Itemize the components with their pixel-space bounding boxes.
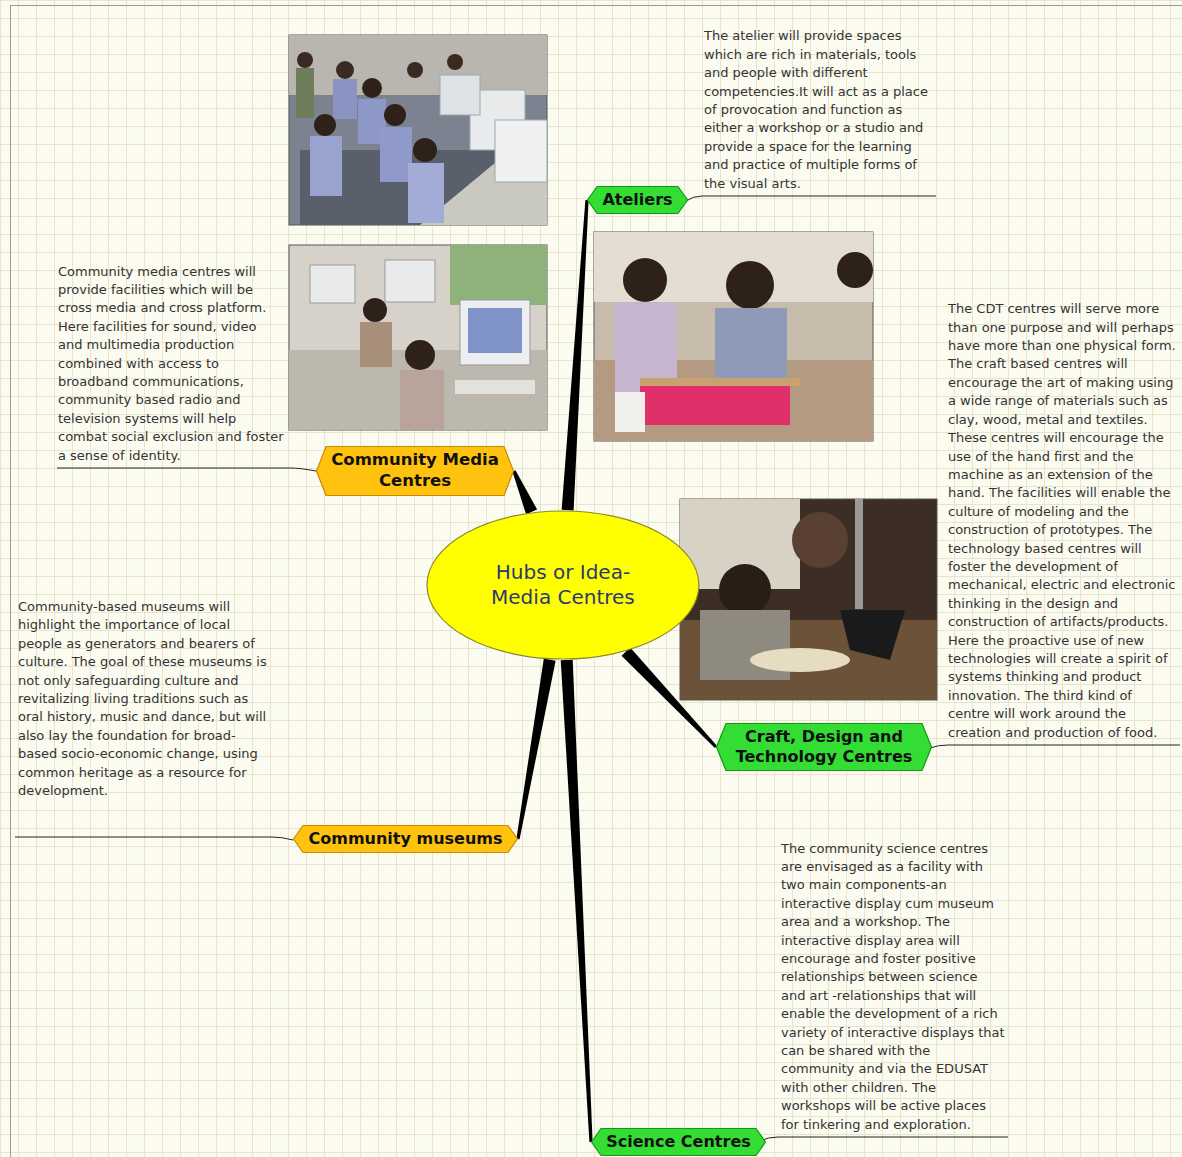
node-label: Science Centres: [606, 1132, 751, 1152]
photo-craft-workshop: [594, 232, 873, 441]
node-label: Community museums: [308, 829, 502, 849]
branch-hexagon: Science Centres: [591, 1128, 766, 1156]
central-ellipse: Hubs or Idea-Media Centres: [426, 510, 700, 660]
description-text: Community-based museums will highlight t…: [18, 598, 268, 800]
description-text: Community media centres will provide fac…: [58, 263, 284, 465]
leader-line: [930, 745, 1180, 748]
description-text: The atelier will provide spaces which ar…: [704, 27, 936, 193]
connector-stroke: [513, 470, 538, 514]
leader-line: [686, 196, 936, 201]
photo-technology-workshop: [680, 499, 937, 700]
hex-fill: [592, 1129, 766, 1156]
node-label: Hubs or Idea-Media Centres: [468, 560, 658, 610]
leader-line: [15, 837, 293, 840]
hex-fill: [717, 724, 932, 771]
hex-fill: [588, 187, 688, 214]
branch-connector: [562, 200, 589, 511]
leader-line: [760, 1137, 1008, 1141]
branch-hexagon: Community Media Centres: [316, 446, 514, 496]
node-label: Community Media Centres: [331, 450, 499, 491]
connector-stroke: [561, 660, 593, 1142]
branch-connector: [516, 659, 555, 840]
branch-connector: [561, 660, 593, 1142]
branch-hexagon: Ateliers: [587, 186, 688, 214]
leader-line: [57, 468, 316, 471]
description-text: The CDT centres will serve more than one…: [948, 300, 1176, 742]
connector-stroke: [516, 659, 555, 840]
hex-fill: [317, 447, 514, 496]
photo-media-centre: [289, 245, 547, 430]
node-label: Craft, Design and Technology Centres: [731, 727, 917, 767]
hex-fill: [294, 826, 518, 853]
node-label: Ateliers: [602, 190, 672, 210]
connector-stroke: [562, 200, 589, 511]
ellipse-fill: [427, 511, 699, 659]
branch-connector: [513, 470, 538, 514]
branch-hexagon: Craft, Design and Technology Centres: [716, 723, 932, 771]
description-text: The community science centres are envisa…: [781, 840, 1005, 1135]
photo-computer-lab: [289, 35, 547, 225]
branch-hexagon: Community museums: [293, 825, 518, 853]
